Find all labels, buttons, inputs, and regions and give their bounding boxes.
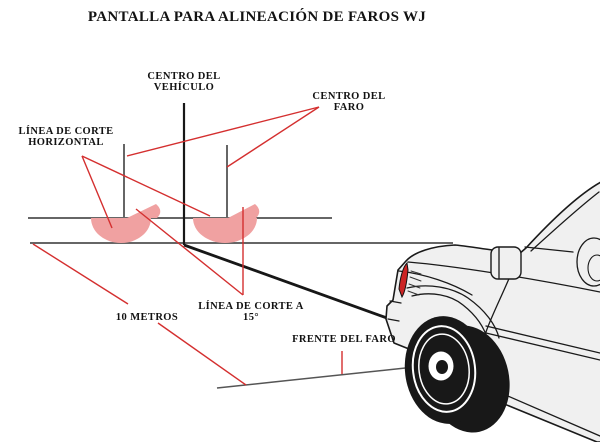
car-illustration: [385, 181, 600, 442]
a-pillar-inner-line: [530, 191, 600, 252]
pointer-horizontal-cutoff-to-left-beam: [81, 155, 113, 229]
label-15-degree-cutoff: LÍNEA DE CORTE A 15°: [198, 301, 304, 323]
diagram-title: PANTALLA PARA ALINEACIÓN DE FAROS WJ: [87, 9, 427, 25]
fifteen-degree-aim-line: [183, 243, 388, 320]
front-wheel: [404, 316, 510, 433]
beam-pattern-left: [91, 204, 161, 243]
wheel-arch-outer-line: [406, 285, 500, 339]
pointer-horizontal-cutoff-to-right-beam: [81, 155, 211, 217]
label-headlight-front: FRENTE DEL FARO: [292, 334, 396, 345]
grille-hatch-line: [409, 276, 422, 282]
pointer-distance-to-screen-line: [32, 243, 129, 305]
bumper-seam-upper: [389, 300, 402, 304]
rim-outer-ring: [411, 325, 477, 413]
steering-wheel: [576, 237, 600, 287]
label-headlight-center: CENTRO DEL FARO: [312, 91, 386, 113]
beam-left-15deg-wedge: [127, 204, 161, 218]
rim-inner-ring: [418, 333, 470, 405]
grille-hatch-line: [410, 270, 422, 275]
beam-right-half-disc: [193, 218, 257, 243]
side-mirror: [490, 246, 522, 280]
label-distance-10-meters: 10 METROS: [115, 312, 179, 323]
pointer-headlight-center-to-left-line: [126, 106, 320, 157]
ground-line: [216, 365, 425, 389]
wheel-hub-center: [436, 360, 448, 374]
belt-molding-upper-line: [485, 325, 600, 354]
dashboard-line: [524, 246, 574, 253]
pointer-headlight-center-to-right-line: [226, 106, 320, 168]
beam-left-half-disc: [91, 218, 151, 243]
headlight-lens: [398, 261, 409, 299]
label-vehicle-center: CENTRO DEL VEHÍCULO: [147, 71, 221, 93]
grille-hatch-line: [408, 283, 421, 289]
alignment-screen-lines: [28, 103, 453, 389]
pointer-lines: [32, 106, 343, 386]
pointer-distance-to-ground: [157, 322, 247, 386]
label-horizontal-cutoff: LÍNEA DE CORTE HORIZONTAL: [18, 126, 114, 148]
grille-hatch-line: [407, 290, 420, 296]
wheel-arch-inner-line: [411, 293, 489, 342]
steering-wheel-hub: [587, 254, 600, 282]
belt-molding-lower-line: [485, 332, 600, 361]
pointer-15deg-to-left-wedge: [135, 208, 244, 296]
bumper-seam-lower: [387, 318, 400, 322]
